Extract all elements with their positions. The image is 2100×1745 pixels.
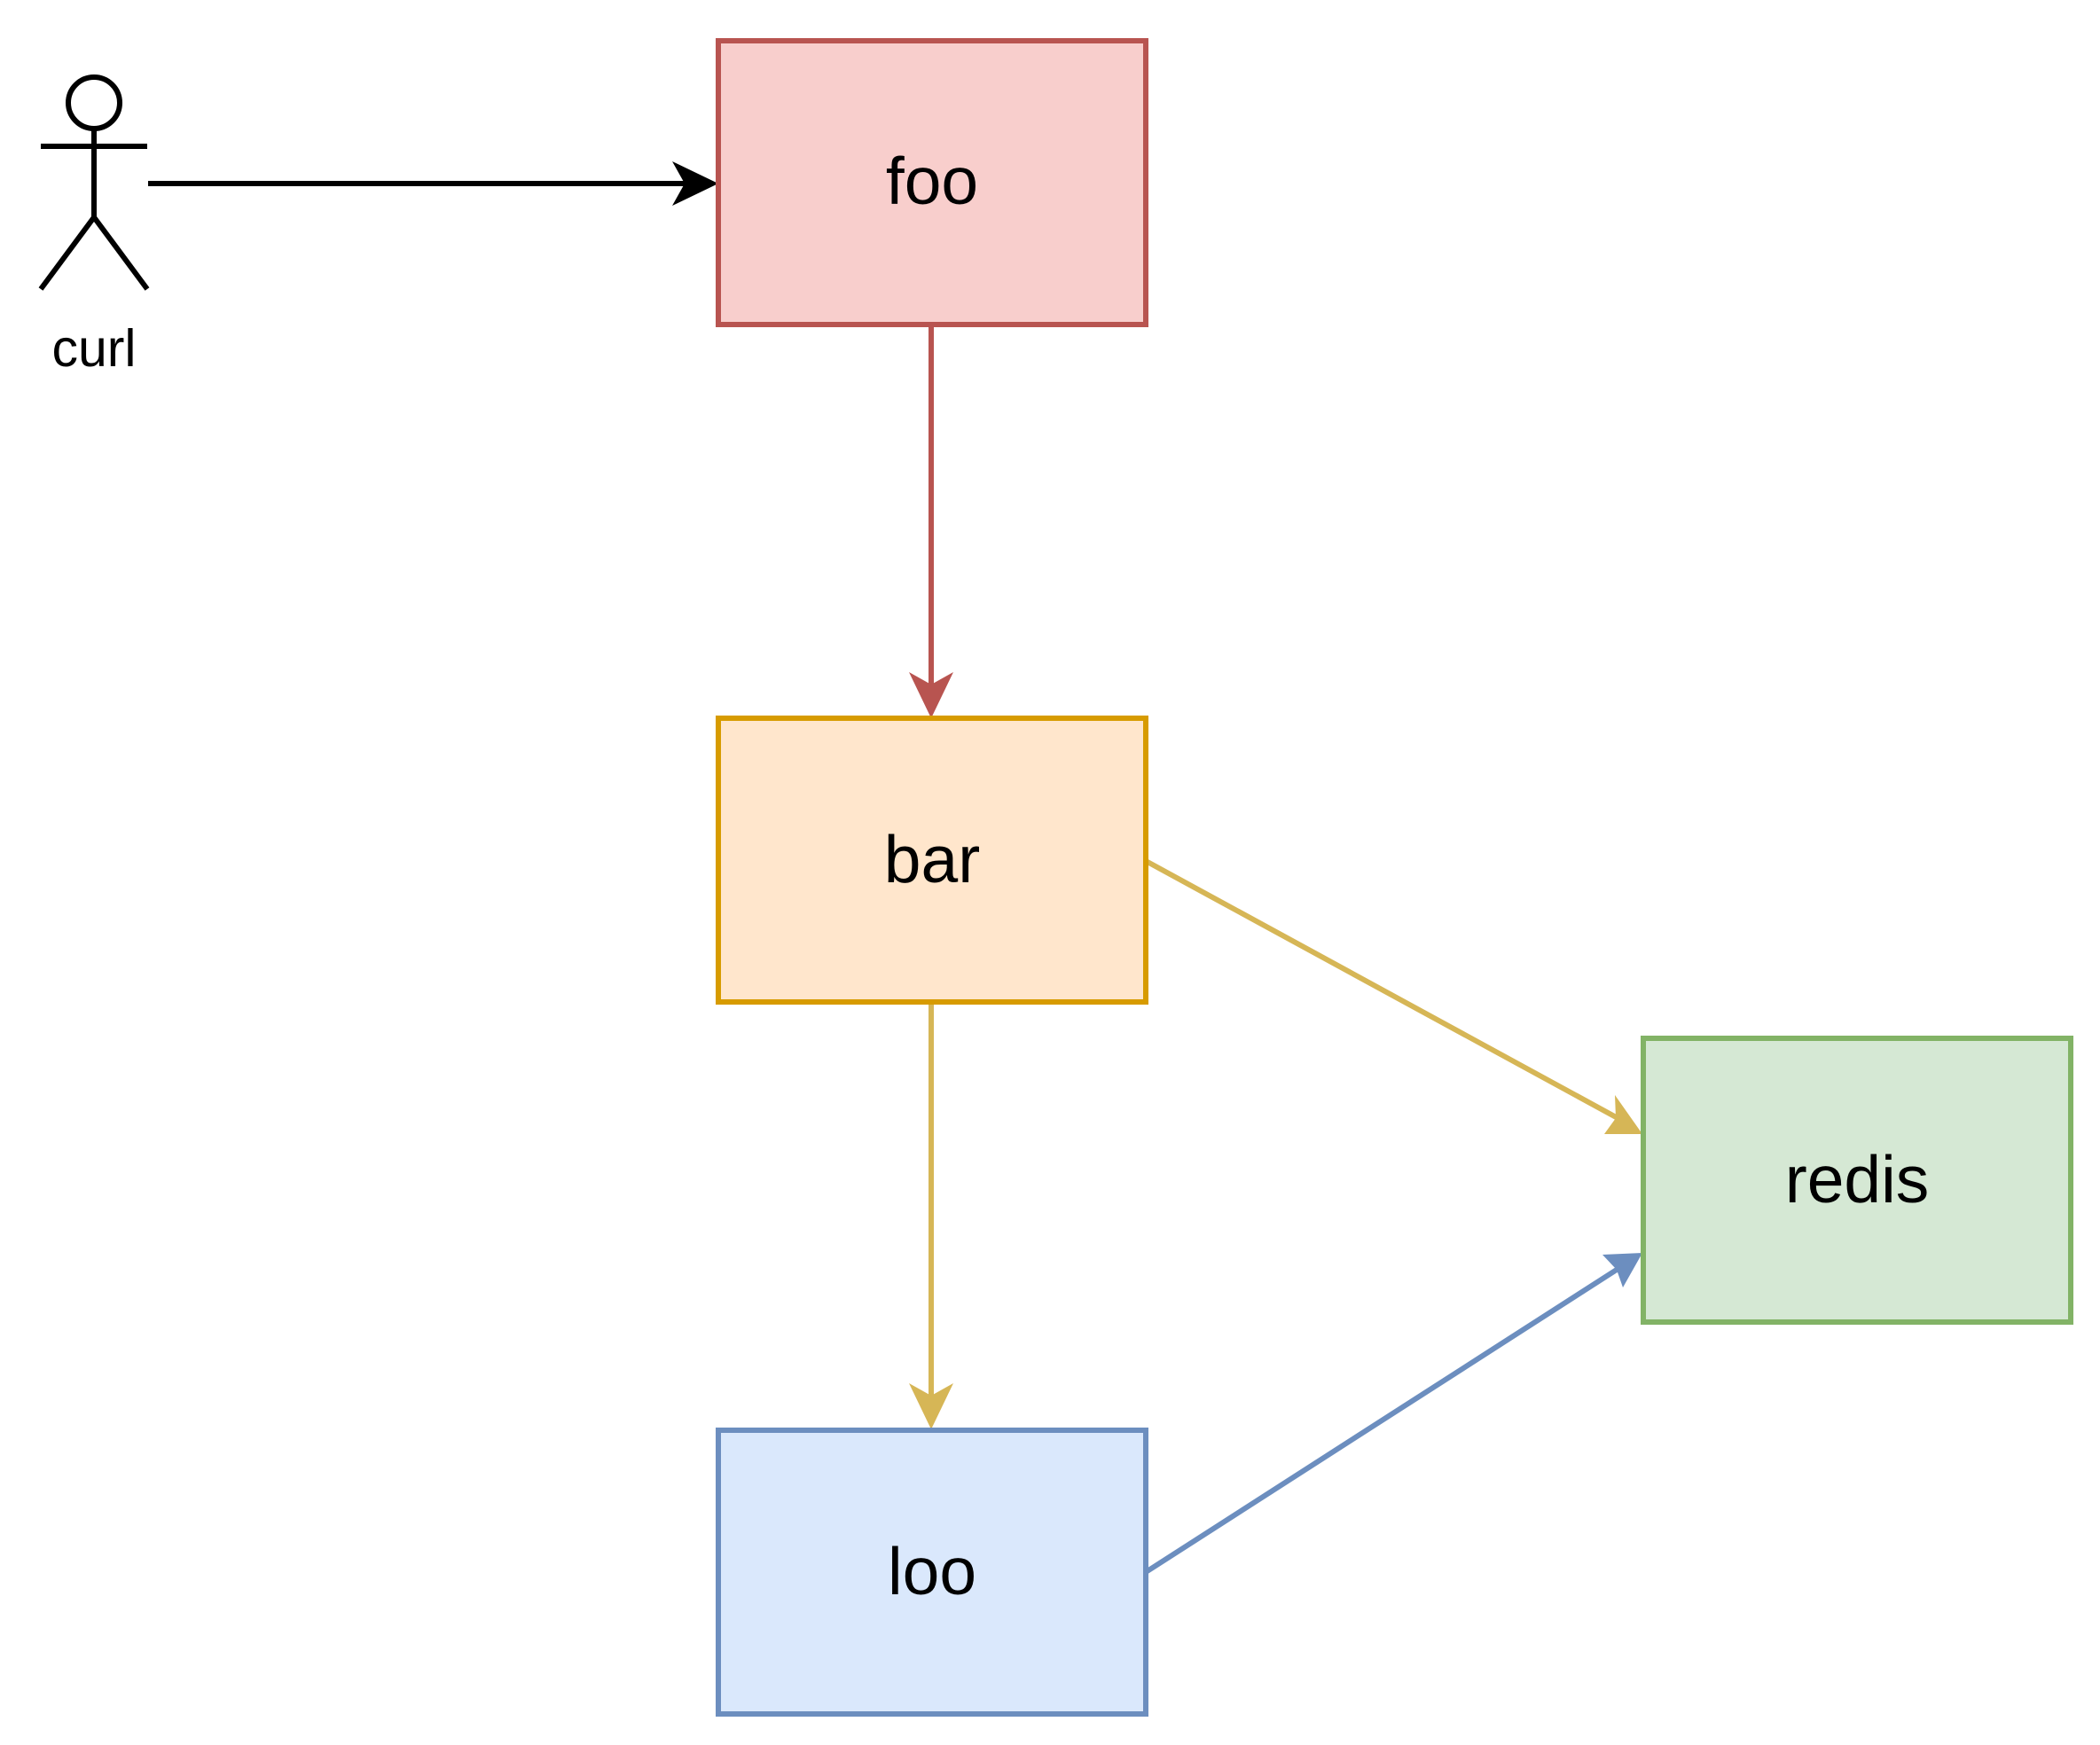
actor-curl[interactable]: curl [38, 74, 150, 378]
node-bar-label: bar [884, 822, 980, 896]
node-redis[interactable]: redis [1641, 1036, 2073, 1325]
actor-curl-label: curl [51, 319, 136, 378]
node-loo[interactable]: loo [716, 1428, 1148, 1717]
node-bar-box [716, 716, 1148, 1005]
node-bar[interactable]: bar [716, 716, 1148, 1005]
edge-loo-to-redis [1144, 1253, 1642, 1575]
node-foo-label: foo [886, 144, 978, 218]
node-redis-label: redis [1785, 1142, 1930, 1217]
edge-curl-to-foo [148, 161, 718, 206]
node-foo-box [716, 38, 1148, 327]
edges [148, 161, 1642, 1575]
node-loo-box [716, 1428, 1148, 1717]
edge-bar-to-loo [909, 1003, 953, 1429]
node-foo[interactable]: foo [716, 38, 1148, 327]
node-loo-label: loo [888, 1534, 976, 1608]
node-redis-box [1641, 1036, 2073, 1325]
stick-figure-icon [38, 74, 150, 291]
edge-foo-to-bar [909, 325, 953, 718]
edge-bar-to-redis [1144, 858, 1642, 1134]
